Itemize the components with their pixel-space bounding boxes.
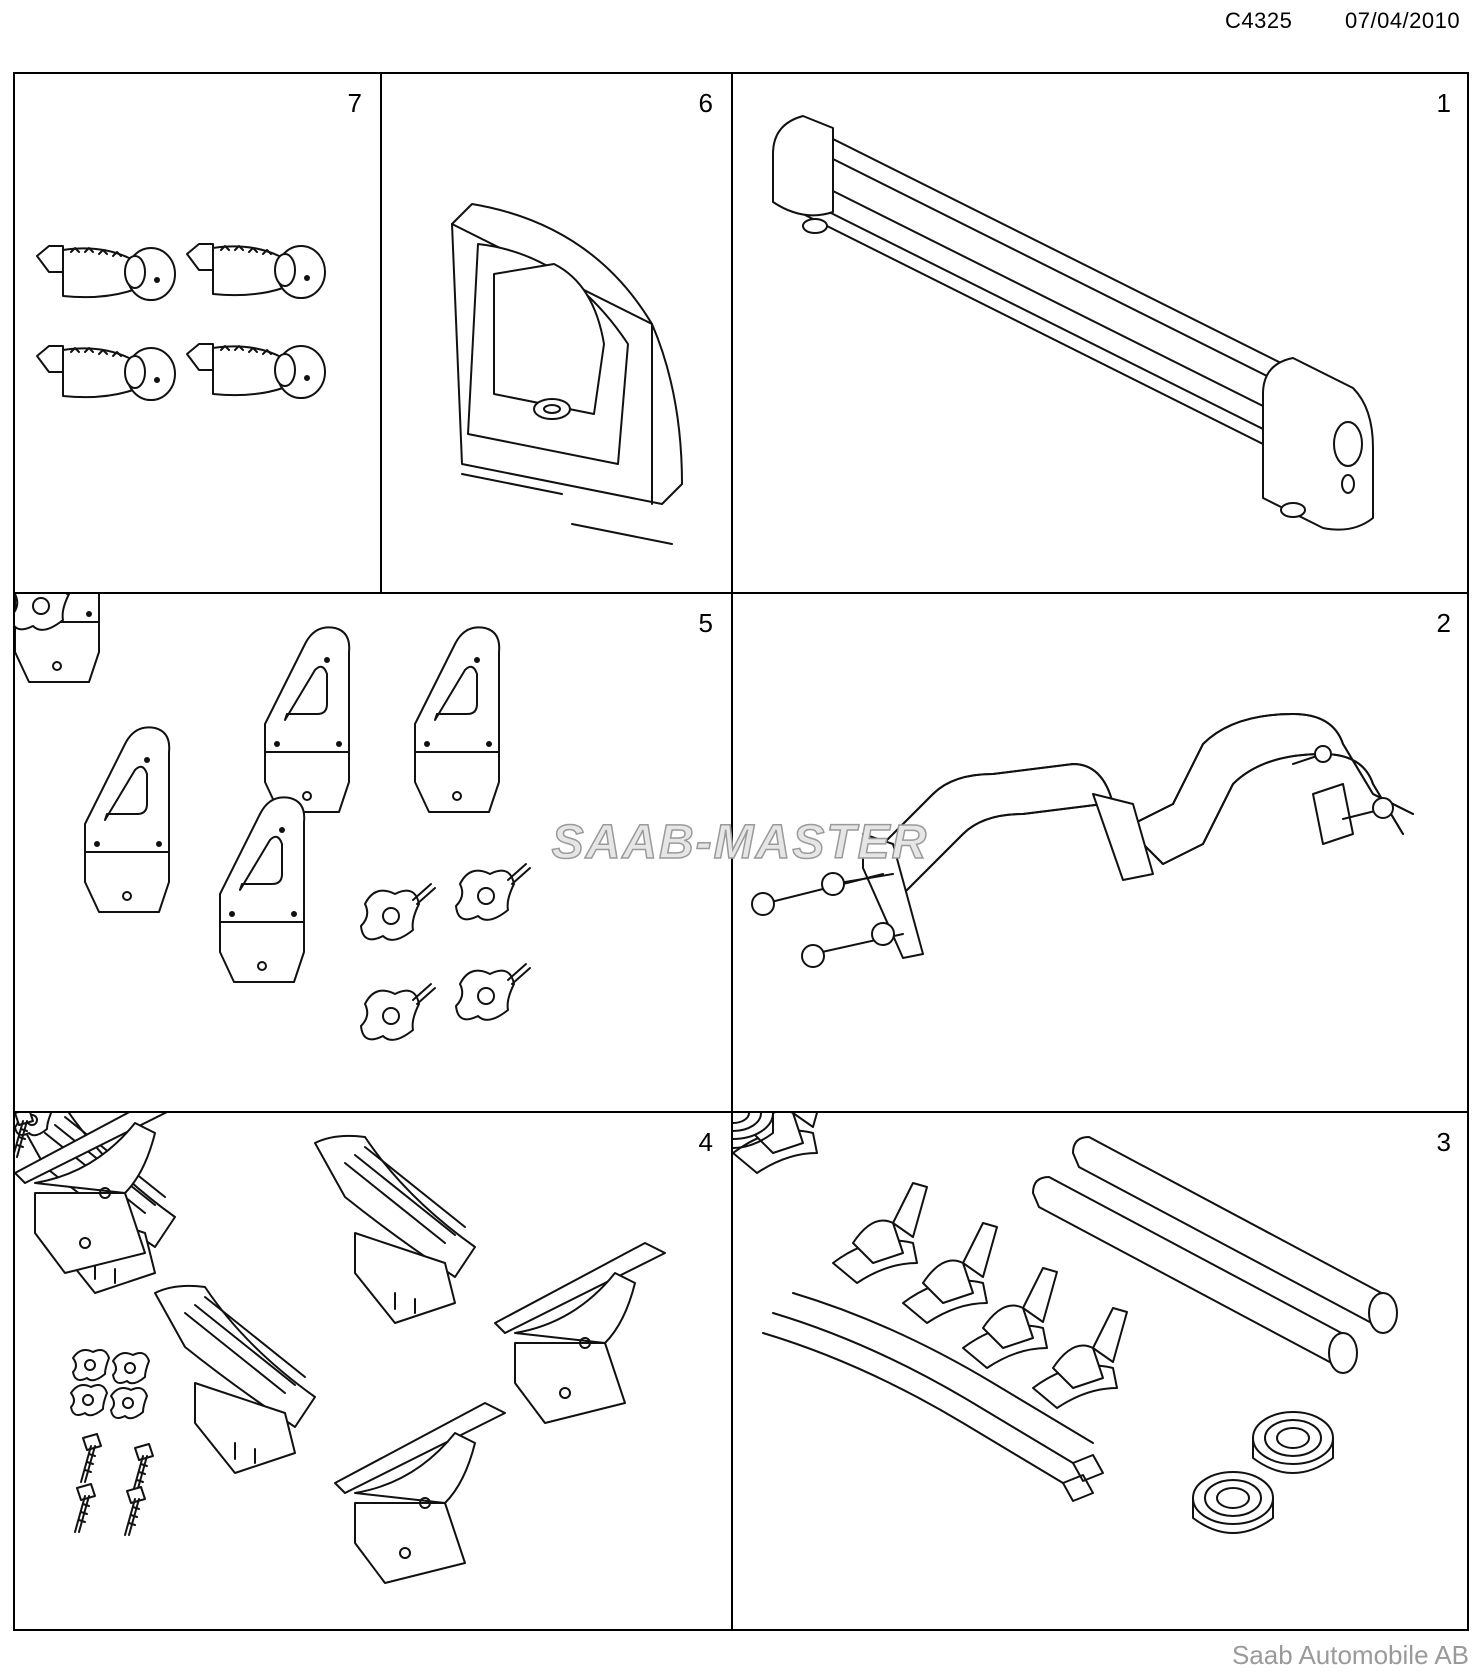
ski-carrier-rail-icon (772, 115, 1374, 531)
divider (380, 74, 382, 592)
document-date: 07/04/2010 (1345, 8, 1461, 33)
panel-6: 6 (382, 74, 731, 592)
document-code: C4325 (1225, 8, 1293, 33)
panel-number: 3 (1436, 1127, 1451, 1157)
divider (15, 1111, 1469, 1113)
lock-cylinders-with-keys-icon (36, 243, 326, 401)
panel-1: 1 (733, 74, 1469, 592)
panel-7: 7 (15, 74, 380, 592)
watermark: SAAB-MASTER (551, 815, 929, 870)
bike-fork-holder-icon (751, 713, 1414, 968)
divider (731, 74, 733, 1631)
panel-number: 5 (698, 608, 713, 638)
panel-number: 6 (698, 88, 713, 118)
panel-5: 5 (15, 594, 731, 1111)
panel-number: 1 (1436, 88, 1451, 118)
kayak-cradles-icon (15, 1113, 666, 1584)
panel-4: 4 (15, 1113, 731, 1631)
pads-and-straps-icon (733, 1113, 1398, 1534)
footer-credit: Saab Automobile AB (1231, 1640, 1469, 1670)
panel-3: 3 (733, 1113, 1469, 1631)
end-cap-icon (451, 203, 683, 545)
panel-number: 7 (347, 88, 362, 118)
parts-grid: 7 6 1 (13, 72, 1469, 1631)
panel-2: 2 (733, 594, 1469, 1111)
panel-number: 2 (1436, 608, 1451, 638)
divider (15, 592, 1469, 594)
panel-number: 4 (698, 1127, 713, 1157)
mounting-brackets-and-knobs-icon (15, 594, 531, 1041)
